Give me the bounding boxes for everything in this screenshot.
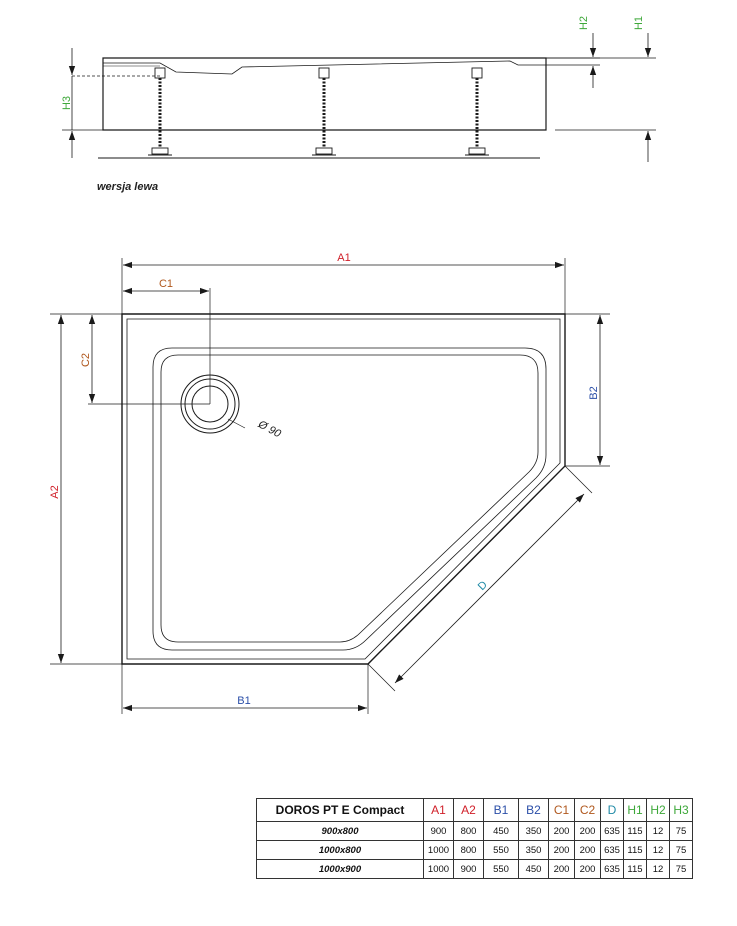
cell: 635 (600, 859, 624, 879)
cell: 900 (423, 821, 454, 841)
cell: 75 (669, 840, 693, 860)
header-h1: H1 (623, 798, 647, 822)
label-h2: H2 (578, 16, 590, 30)
header-d: D (600, 798, 624, 822)
adjustable-leg (148, 67, 172, 156)
cell: 350 (518, 840, 549, 860)
label-a1: A1 (337, 252, 350, 264)
cell: 635 (600, 821, 624, 841)
cell: 800 (453, 821, 484, 841)
label-a2: A2 (49, 485, 61, 498)
cell: 200 (574, 859, 601, 879)
cell: 12 (646, 859, 670, 879)
header-h2: H2 (646, 798, 670, 822)
header-h3: H3 (669, 798, 693, 822)
header-b1: B1 (483, 798, 519, 822)
row-size: 1000x900 (256, 859, 424, 879)
label-c1: C1 (159, 278, 173, 290)
header-a2: A2 (453, 798, 484, 822)
tray-rim (126, 318, 561, 660)
table-header-row: DOROS PT E Compact A1 A2 B1 B2 C1 C2 D H… (256, 798, 693, 822)
table-model-name: DOROS PT E Compact (256, 798, 424, 822)
header-c2: C2 (574, 798, 601, 822)
cell: 115 (623, 840, 647, 860)
cell: 550 (483, 859, 519, 879)
cell: 900 (453, 859, 484, 879)
adjustable-leg (465, 67, 489, 156)
label-c2: C2 (80, 353, 92, 367)
cell: 200 (574, 821, 601, 841)
cell: 550 (483, 840, 519, 860)
tray-outline (121, 313, 566, 665)
cell: 635 (600, 840, 624, 860)
cell: 450 (483, 821, 519, 841)
cell: 12 (646, 821, 670, 841)
label-h3: H3 (61, 96, 73, 110)
table-row: 1000x800 1000 800 550 350 200 200 635 11… (256, 840, 693, 860)
cell: 200 (548, 840, 575, 860)
label-drain-diameter: Ø 90 (255, 418, 283, 441)
header-b2: B2 (518, 798, 549, 822)
cell: 1000 (423, 840, 454, 860)
cell: 450 (518, 859, 549, 879)
cell: 75 (669, 821, 693, 841)
cell: 12 (646, 840, 670, 860)
cell: 200 (574, 840, 601, 860)
cell: 75 (669, 859, 693, 879)
row-size: 900x800 (256, 821, 424, 841)
tray-top-contour (103, 60, 546, 75)
header-a1: A1 (423, 798, 454, 822)
header-c1: C1 (548, 798, 575, 822)
label-b2: B2 (588, 386, 600, 399)
table-row: 900x800 900 800 450 350 200 200 635 115 … (256, 821, 693, 841)
row-size: 1000x800 (256, 840, 424, 860)
cell: 115 (623, 859, 647, 879)
dimensions-table: DOROS PT E Compact A1 A2 B1 B2 C1 C2 D H… (256, 798, 693, 879)
label-d: D (476, 579, 490, 593)
variant-caption: wersja lewa (97, 181, 159, 193)
label-h1: H1 (633, 16, 645, 30)
top-view (50, 258, 610, 714)
adjustable-leg (312, 67, 336, 156)
tray-basin-inner (160, 354, 539, 643)
side-view (62, 33, 656, 162)
cell: 115 (623, 821, 647, 841)
tray-basin-outer (152, 347, 547, 651)
label-b1: B1 (237, 695, 250, 707)
cell: 200 (548, 821, 575, 841)
tray-profile (102, 57, 547, 131)
cell: 200 (548, 859, 575, 879)
cell: 800 (453, 840, 484, 860)
cell: 350 (518, 821, 549, 841)
table-row: 1000x900 1000 900 550 450 200 200 635 11… (256, 859, 693, 879)
cell: 1000 (423, 859, 454, 879)
